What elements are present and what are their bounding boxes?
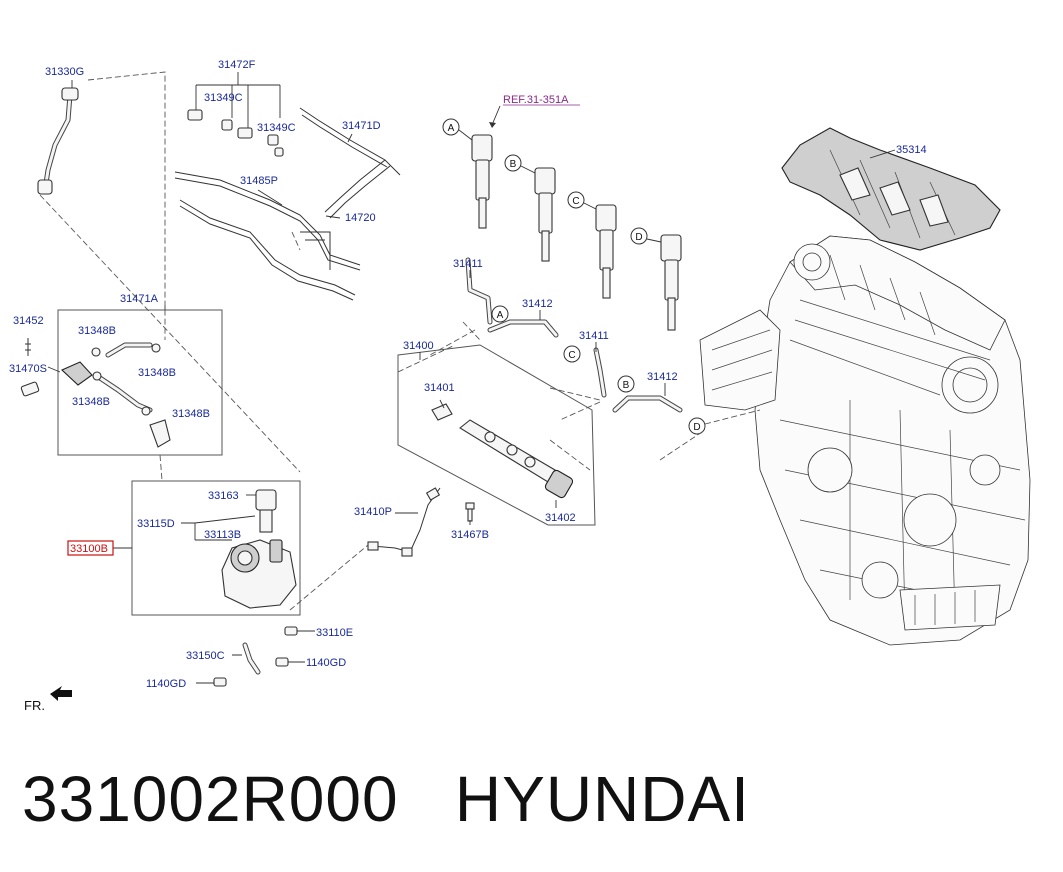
callout-31411-upper[interactable]: 31411 bbox=[453, 258, 483, 270]
callout-31402[interactable]: 31402 bbox=[545, 512, 576, 524]
pipe-marker-b: B bbox=[623, 380, 630, 391]
callout-31471A[interactable]: 31471A bbox=[120, 293, 159, 305]
assembly-reference-lines bbox=[39, 71, 601, 611]
callout-labels: 31330G 31472F 31349C 31349C 31471D 31485… bbox=[9, 59, 927, 690]
bolt-31467B bbox=[465, 502, 475, 522]
callout-31467B[interactable]: 31467B bbox=[451, 529, 489, 541]
ref-leader bbox=[491, 105, 501, 126]
high-pressure-pump-group bbox=[113, 480, 301, 616]
pipe-marker-c: C bbox=[568, 350, 575, 361]
callout-33113B[interactable]: 33113B bbox=[204, 529, 241, 541]
sensor-31470S bbox=[20, 338, 61, 397]
marker-a: A bbox=[448, 123, 455, 134]
callout-1140GD-right[interactable]: 1140GD bbox=[306, 657, 346, 669]
pump-mounting-hardware bbox=[196, 626, 315, 687]
callout-33150C[interactable]: 33150C bbox=[186, 650, 225, 662]
callout-31472F[interactable]: 31472F bbox=[218, 59, 256, 71]
callout-31411-lower[interactable]: 31411 bbox=[579, 330, 609, 342]
front-label: FR. bbox=[24, 698, 45, 713]
injector-a bbox=[471, 134, 493, 229]
injector-position-markers: A B C D bbox=[442, 118, 662, 245]
front-direction-indicator: FR. bbox=[24, 686, 72, 713]
callout-reference[interactable]: REF.31-351A bbox=[503, 94, 569, 106]
hose-group-31471A bbox=[57, 305, 223, 481]
callout-31349C-upper[interactable]: 31349C bbox=[204, 92, 243, 104]
injector-b bbox=[534, 167, 556, 262]
callout-31348B-2[interactable]: 31348B bbox=[138, 367, 176, 379]
callout-31348B-1[interactable]: 31348B bbox=[78, 325, 116, 337]
callout-31412-upper[interactable]: 31412 bbox=[522, 298, 553, 310]
ref-arrowhead bbox=[489, 122, 496, 128]
marker-b: B bbox=[510, 159, 517, 170]
injector-c bbox=[595, 204, 617, 299]
callout-31452[interactable]: 31452 bbox=[13, 315, 44, 327]
pipe-marker-d: D bbox=[693, 422, 700, 433]
engine-cover-35314 bbox=[781, 127, 1001, 251]
fuel-line-assembly bbox=[174, 72, 401, 301]
highlight-box bbox=[67, 540, 114, 556]
callout-14720[interactable]: 14720 bbox=[345, 212, 376, 224]
callout-31330G[interactable]: 31330G bbox=[45, 66, 84, 78]
callout-31348B-4[interactable]: 31348B bbox=[172, 408, 210, 420]
injector-d bbox=[660, 234, 682, 331]
part-caption: 331002R000 HYUNDAI bbox=[22, 762, 750, 836]
brand-name: HYUNDAI bbox=[454, 763, 750, 835]
marker-c: C bbox=[572, 196, 579, 207]
marker-d: D bbox=[635, 232, 642, 243]
hose-31330G bbox=[37, 80, 79, 195]
callout-33115D[interactable]: 33115D bbox=[137, 518, 175, 530]
engine-assembly-illustration bbox=[699, 235, 1031, 646]
callout-31412-lower[interactable]: 31412 bbox=[647, 371, 678, 383]
callout-33110E[interactable]: 33110E bbox=[316, 627, 353, 639]
callout-31349C-lower[interactable]: 31349C bbox=[257, 122, 296, 134]
callout-31485P[interactable]: 31485P bbox=[240, 175, 278, 187]
high-pressure-pipes: A C B D bbox=[429, 257, 761, 461]
callout-31400[interactable]: 31400 bbox=[403, 340, 434, 352]
callout-31470S[interactable]: 31470S bbox=[9, 363, 47, 375]
fuel-rail-group bbox=[397, 344, 596, 526]
callout-35314[interactable]: 35314 bbox=[896, 144, 927, 156]
callout-31410P[interactable]: 31410P bbox=[354, 506, 392, 518]
front-arrow-icon bbox=[50, 686, 72, 701]
callout-31348B-3[interactable]: 31348B bbox=[72, 396, 110, 408]
callout-33100B-highlighted[interactable]: 33100B bbox=[70, 543, 108, 555]
callout-31401[interactable]: 31401 bbox=[424, 382, 455, 394]
part-number: 331002R000 bbox=[22, 763, 399, 835]
pipe-marker-a: A bbox=[497, 310, 504, 321]
return-line-31410P bbox=[367, 487, 441, 557]
callout-33163[interactable]: 33163 bbox=[208, 490, 239, 502]
leader-35314 bbox=[869, 149, 896, 159]
callout-1140GD-left[interactable]: 1140GD bbox=[146, 678, 186, 690]
rail-leaders bbox=[469, 270, 666, 525]
callout-31471D[interactable]: 31471D bbox=[342, 120, 381, 132]
